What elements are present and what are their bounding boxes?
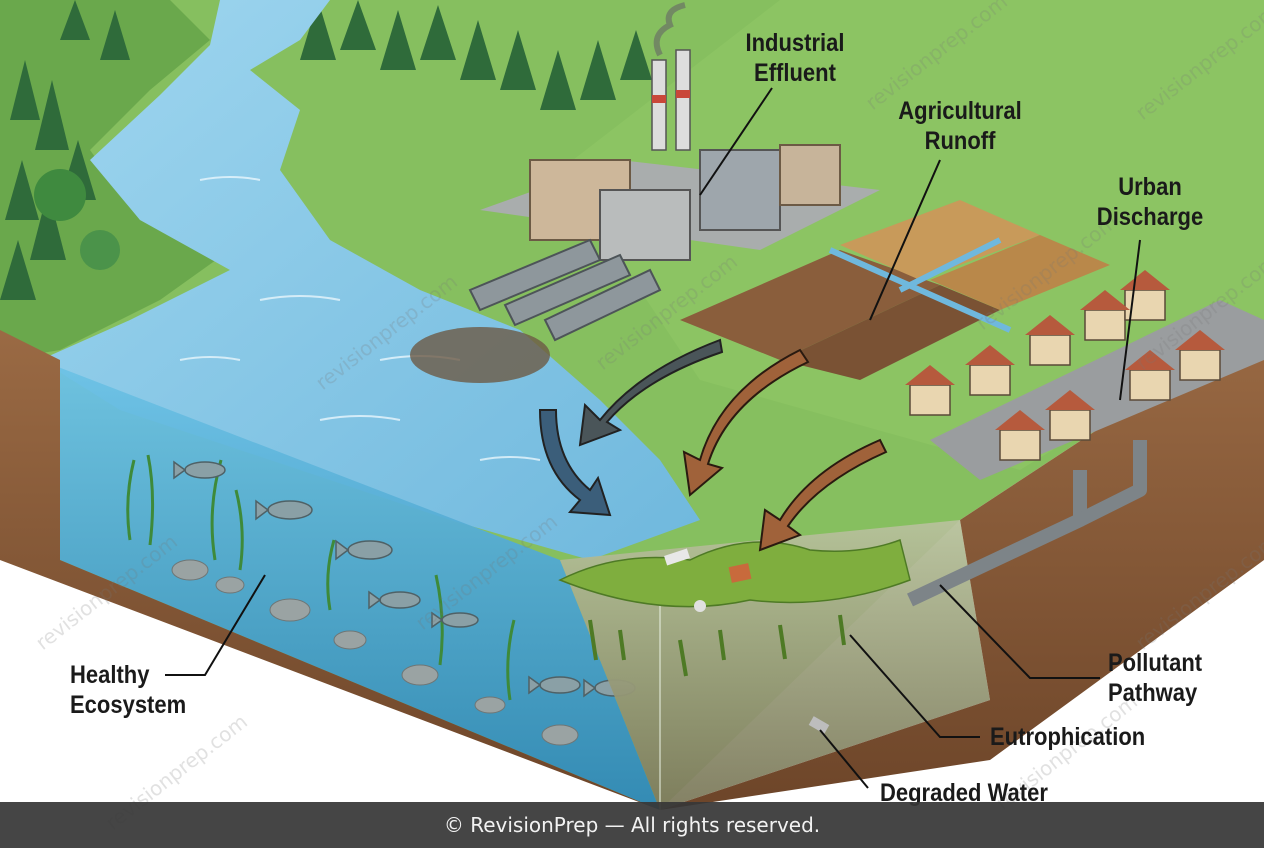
river xyxy=(40,0,700,560)
effluent-plume xyxy=(410,327,550,383)
fish xyxy=(173,460,636,698)
urban-pipe xyxy=(907,440,1147,607)
effluent-pipes xyxy=(468,238,662,342)
copyright-footer: © RevisionPrep — All rights reserved. xyxy=(0,802,1264,848)
farm-fields xyxy=(680,200,1110,380)
left-forest xyxy=(0,0,230,360)
factory xyxy=(480,2,880,261)
label-pollutant-pathway: Pollutant Pathway xyxy=(1108,649,1203,707)
label-healthy-ecosystem: Healthy Ecosystem xyxy=(70,661,187,719)
label-industrial-effluent: Industrial Effluent xyxy=(745,29,845,87)
riverbed-stones xyxy=(171,559,579,746)
label-eutrophication: Eutrophication xyxy=(990,723,1146,751)
label-urban-discharge: Urban Discharge xyxy=(1096,173,1204,231)
debris xyxy=(664,548,830,734)
river-ripples xyxy=(179,176,541,461)
right-soil-section xyxy=(660,320,1264,810)
town xyxy=(905,270,1264,480)
right-forest xyxy=(300,0,652,110)
leader-lines xyxy=(165,87,1141,789)
pollutant-arrows xyxy=(538,338,888,552)
label-agricultural-runoff: Agricultural Runoff xyxy=(898,97,1022,155)
